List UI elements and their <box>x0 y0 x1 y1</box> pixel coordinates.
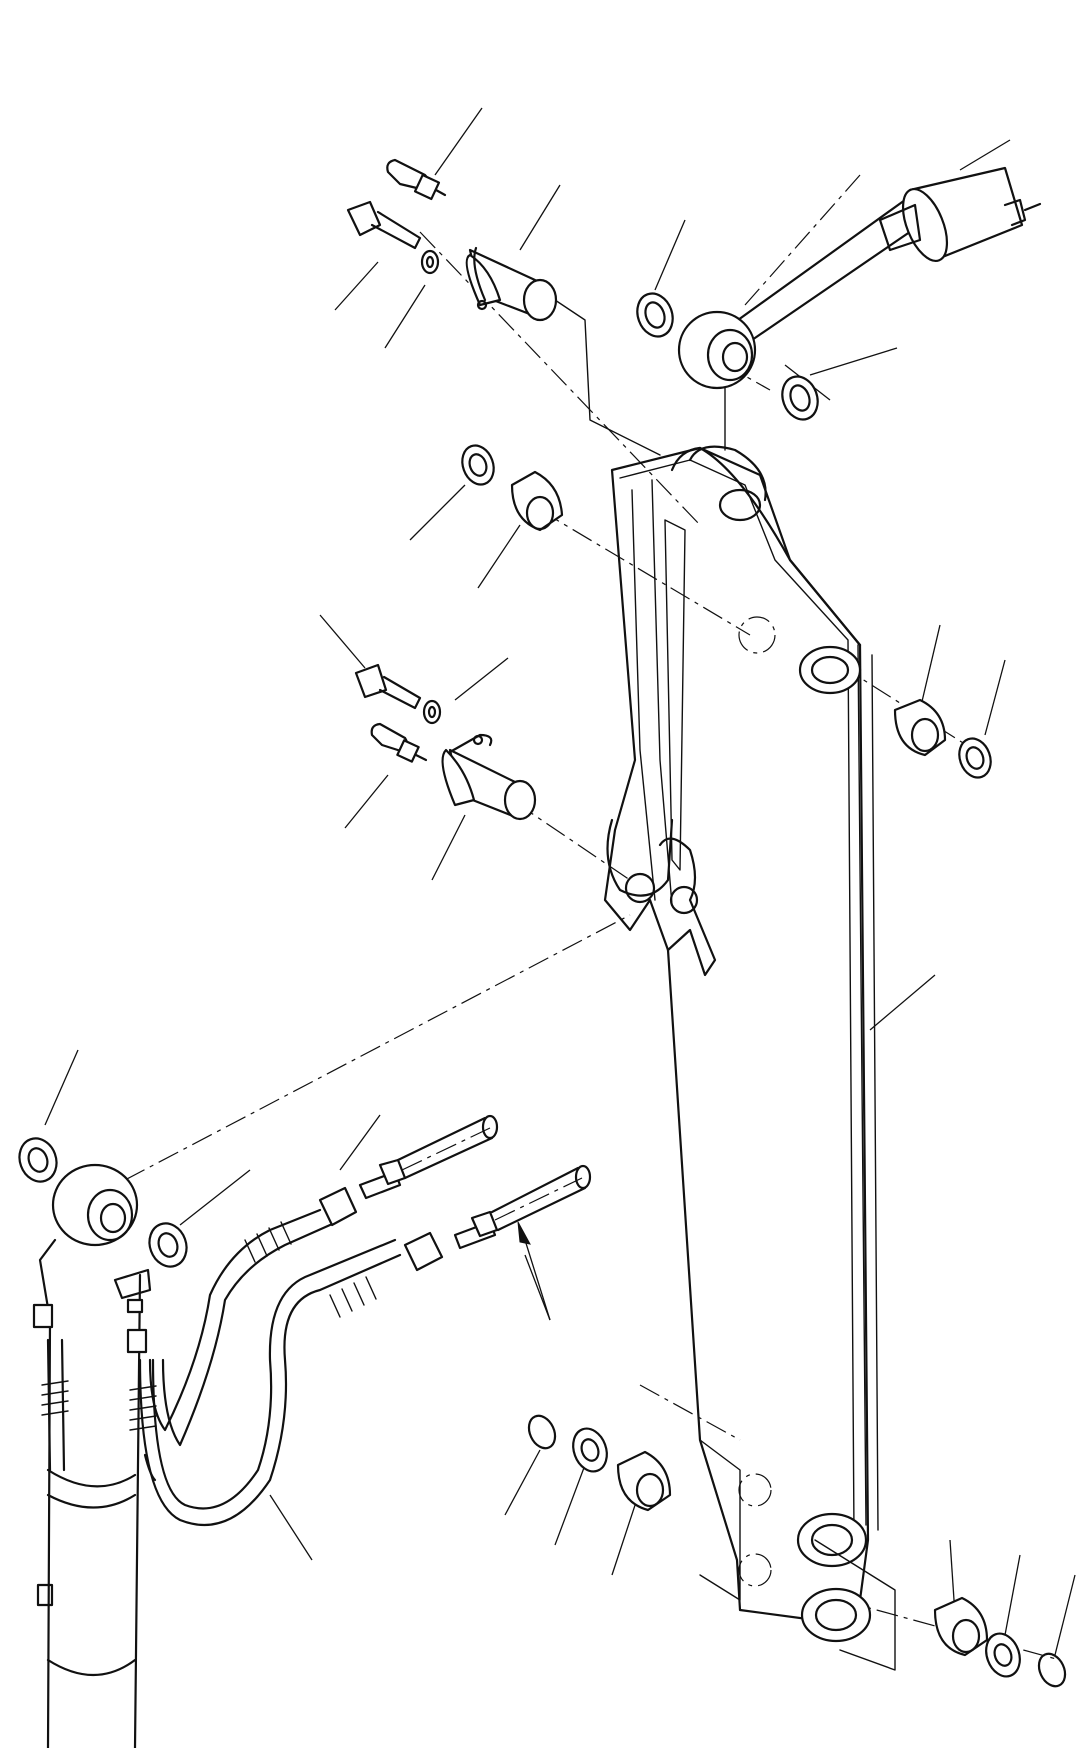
lower-right-bushing-set <box>933 1596 1067 1688</box>
boom-cylinder-rod <box>636 166 1042 421</box>
top-pin-assembly <box>346 158 558 322</box>
arm-body <box>603 445 896 1671</box>
upper-bushing-set <box>461 444 564 532</box>
lower-left-bushing-set <box>527 1414 672 1512</box>
bucket-cylinder <box>18 1137 188 1748</box>
middle-pin-assembly <box>354 663 537 821</box>
leader-lines <box>44 107 1076 1656</box>
hydraulic-hoses <box>41 1114 592 1527</box>
right-mid-bushing-set <box>893 698 992 779</box>
